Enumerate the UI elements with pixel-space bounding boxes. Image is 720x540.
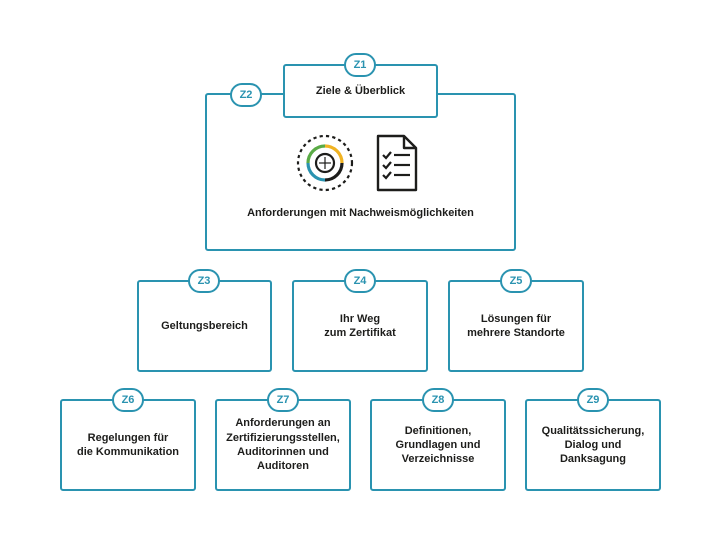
z3-label: Geltungsbereich bbox=[161, 319, 248, 332]
checklist-document-icon bbox=[376, 134, 418, 192]
box-z8: Definitionen, Grundlagen und Verzeichnis… bbox=[370, 399, 506, 491]
badge-z2: Z2 bbox=[230, 83, 262, 107]
z1-label: Ziele & Überblick bbox=[315, 84, 406, 97]
badge-z9: Z9 bbox=[577, 388, 609, 412]
z2-label: Anforderungen mit Nachweismöglichkeiten bbox=[247, 207, 474, 219]
box-z6: Regelungen für die Kommunikation bbox=[60, 399, 196, 491]
target-circle-icon bbox=[296, 134, 354, 192]
badge-z4: Z4 bbox=[344, 269, 376, 293]
badge-z7: Z7 bbox=[267, 388, 299, 412]
box-z9: Qualitätssicherung, Dialog und Danksagun… bbox=[525, 399, 661, 491]
badge-z5: Z5 bbox=[500, 269, 532, 293]
box-z4: Ihr Weg zum Zertifikat bbox=[292, 280, 428, 372]
badge-z6: Z6 bbox=[112, 388, 144, 412]
badge-z8: Z8 bbox=[422, 388, 454, 412]
badge-z3: Z3 bbox=[188, 269, 220, 293]
z5-label: Lösungen für mehrere Standorte bbox=[467, 312, 565, 339]
z6-label: Regelungen für die Kommunikation bbox=[76, 431, 180, 458]
box-z3: Geltungsbereich bbox=[137, 280, 272, 372]
box-z7: Anforderungen an Zertifizierungsstellen,… bbox=[215, 399, 351, 491]
badge-z1: Z1 bbox=[344, 53, 376, 77]
z7-label: Anforderungen an Zertifizierungsstellen,… bbox=[226, 417, 340, 473]
box-z5: Lösungen für mehrere Standorte bbox=[448, 280, 584, 372]
box-z2: Anforderungen mit Nachweismöglichkeiten bbox=[205, 93, 516, 251]
z4-label: Ihr Weg zum Zertifikat bbox=[324, 312, 396, 339]
z8-label: Definitionen, Grundlagen und Verzeichnis… bbox=[395, 424, 481, 466]
z9-label: Qualitätssicherung, Dialog und Danksagun… bbox=[541, 424, 645, 466]
